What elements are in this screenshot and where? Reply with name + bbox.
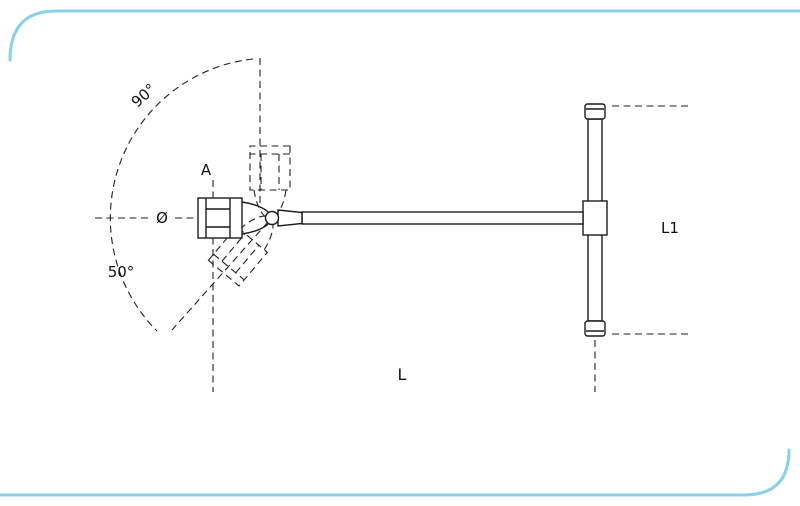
label-dim-length: L xyxy=(398,365,407,384)
joint-fork-bottom xyxy=(241,222,270,235)
socket-ghost-90 xyxy=(249,145,291,218)
joint-neck xyxy=(277,209,303,227)
handle-cap-bottom xyxy=(584,320,606,337)
label-angle-50: 50° xyxy=(108,263,135,281)
frame-top-border xyxy=(8,9,800,62)
handle-center-boss xyxy=(582,200,608,236)
joint-fork-top xyxy=(241,201,270,214)
label-dim-a: A xyxy=(201,161,212,179)
frame-bottom-border xyxy=(0,448,791,497)
socket xyxy=(197,197,243,239)
joint-pivot xyxy=(264,210,280,226)
t-handle xyxy=(582,103,608,337)
label-angle-90: 90° xyxy=(128,80,160,111)
handle-cap-top xyxy=(584,103,606,120)
label-dim-diameter: Ø xyxy=(156,209,168,227)
swivel-socket-head xyxy=(197,197,303,239)
shaft xyxy=(301,211,584,225)
label-dim-handle-length: L1 xyxy=(661,219,679,237)
